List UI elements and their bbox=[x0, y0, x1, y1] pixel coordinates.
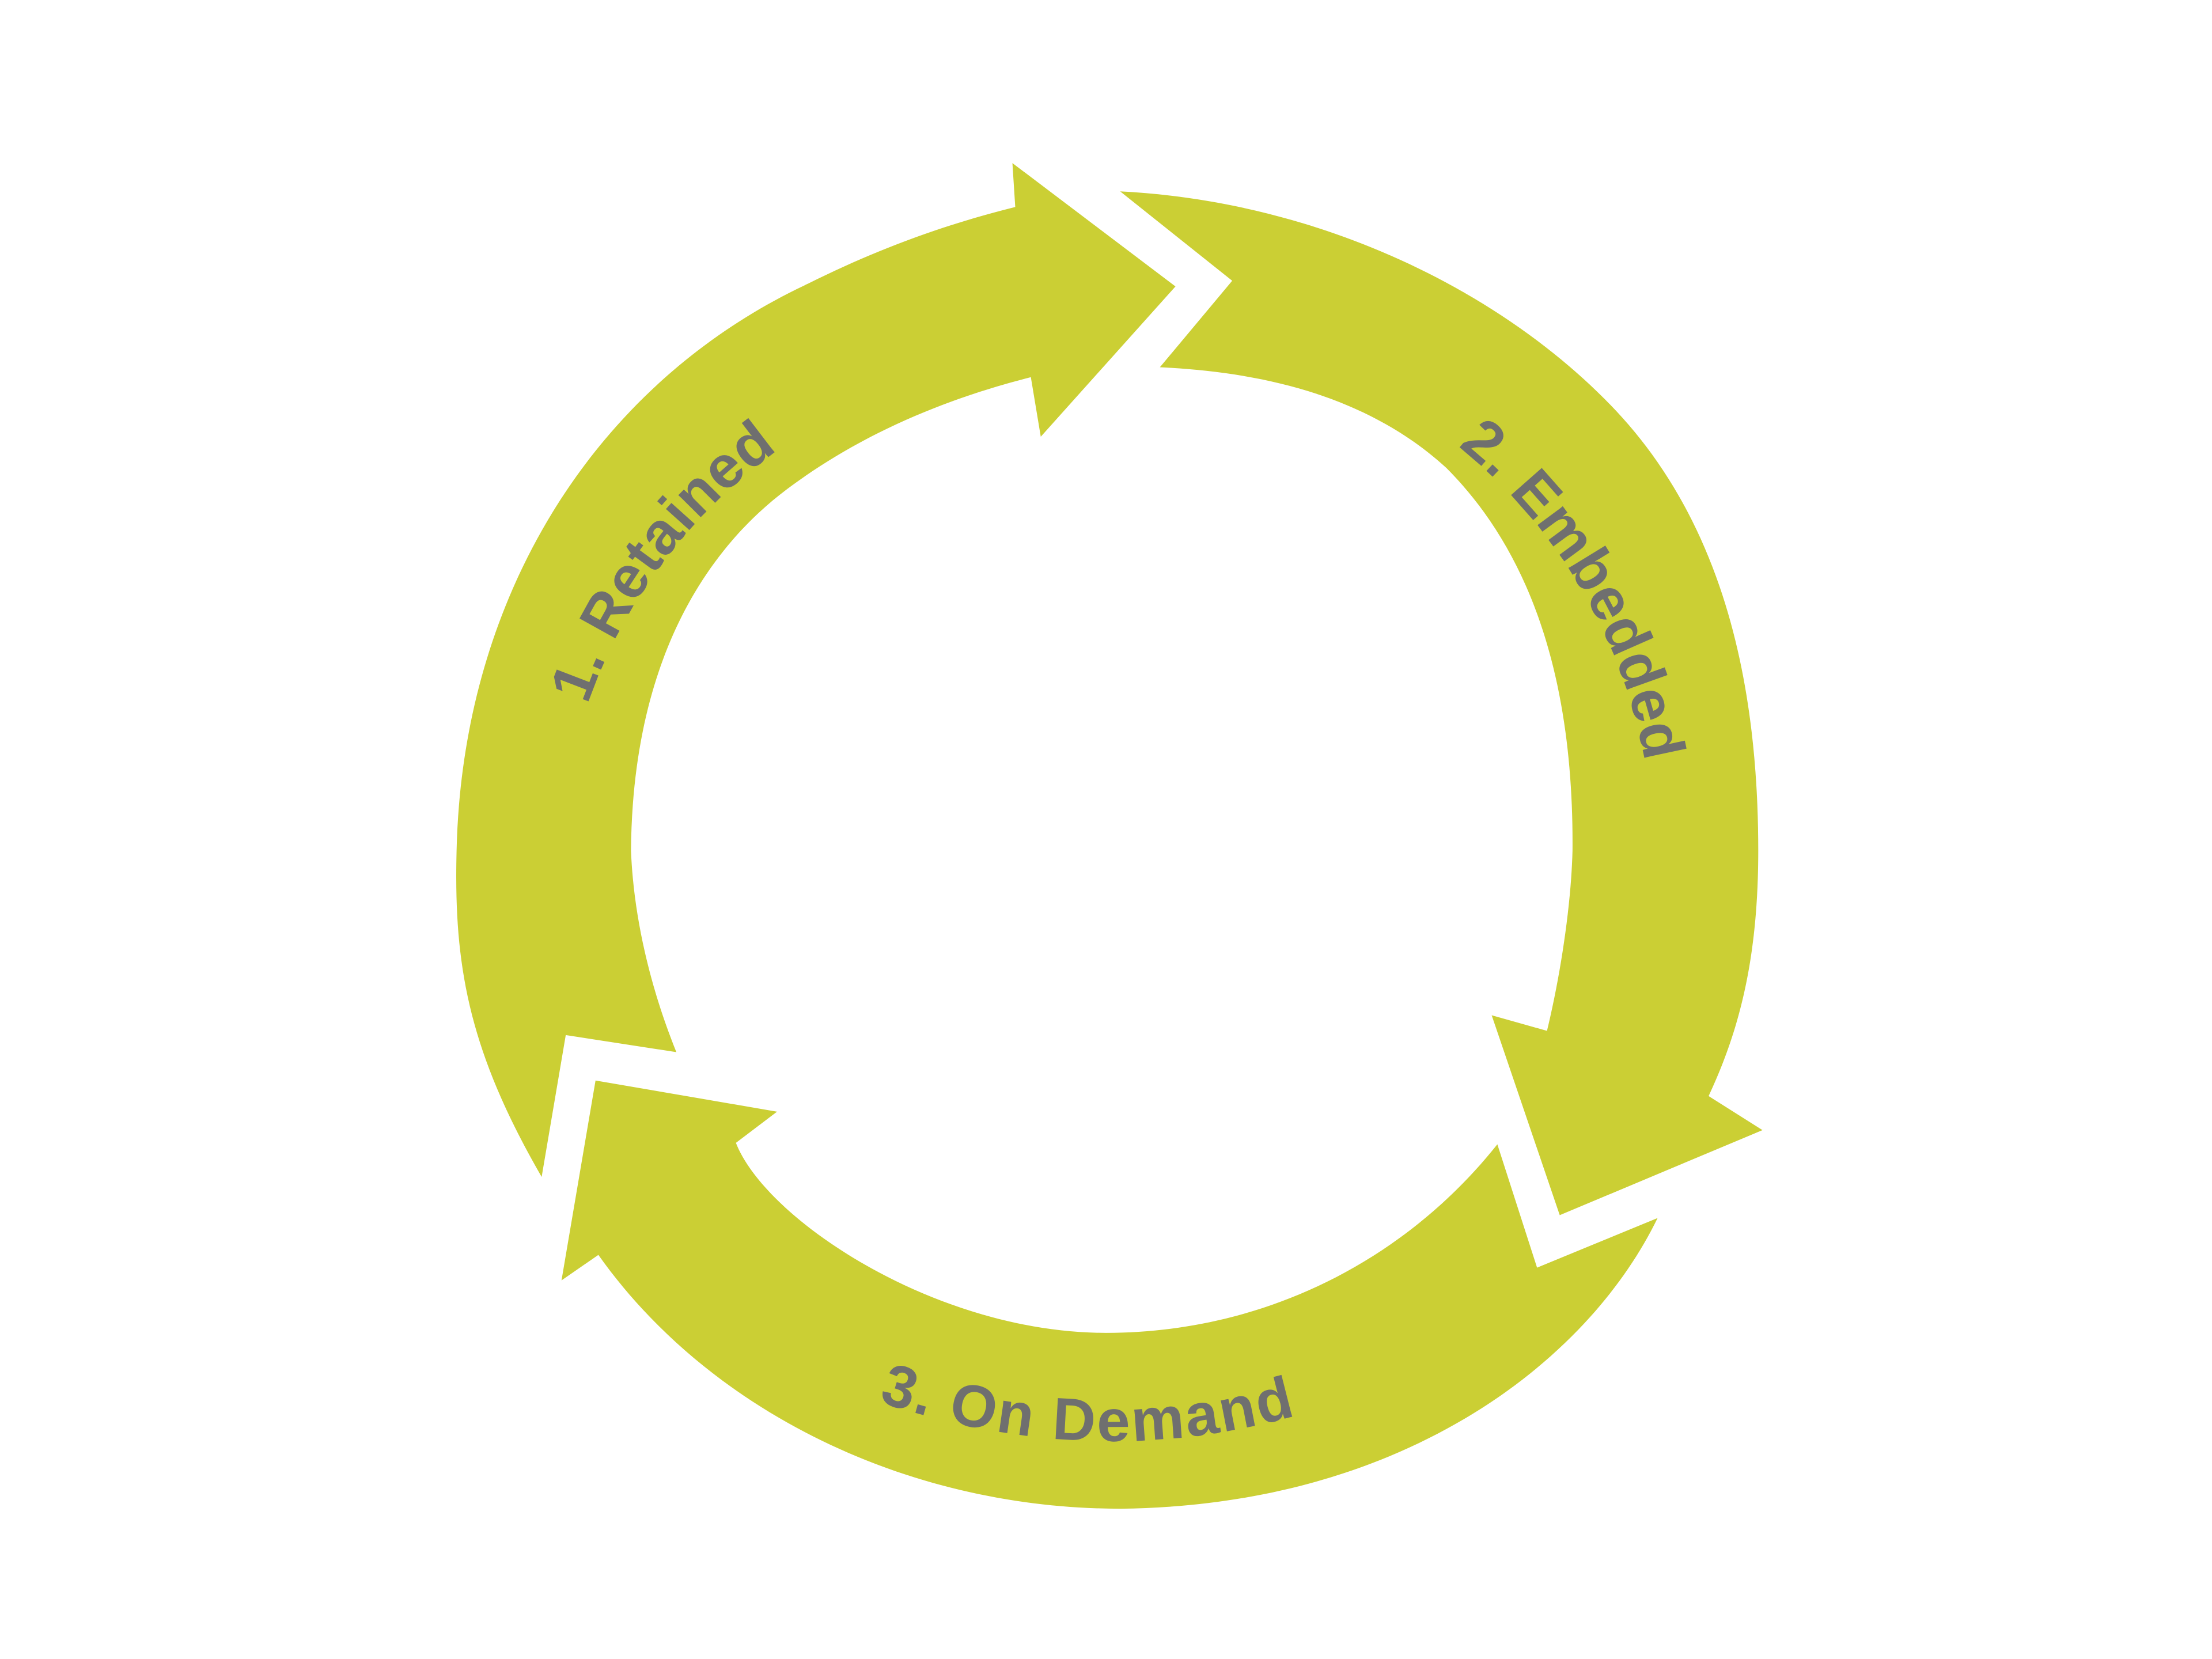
arrow-ondemand bbox=[561, 1080, 1658, 1509]
arrow-retained bbox=[456, 163, 1176, 1177]
arrow-embedded bbox=[1120, 191, 1763, 1215]
